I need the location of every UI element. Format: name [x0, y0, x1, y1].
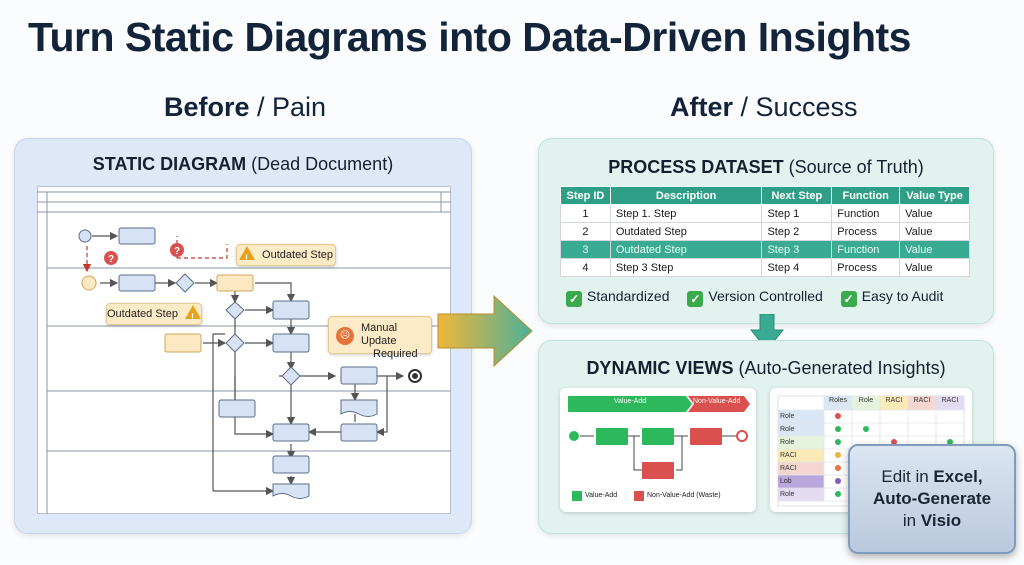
- check-item: ✓Version Controlled: [687, 288, 823, 307]
- table-cell: Function: [831, 204, 901, 223]
- table-cell: Function: [831, 240, 901, 259]
- table-header-row: Step ID Description Next Step Function V…: [560, 186, 970, 205]
- table-cell: Step 4: [761, 258, 833, 277]
- col-header: Value Type: [899, 186, 970, 205]
- svg-text:?: ?: [108, 254, 114, 265]
- check-icon: ✓: [840, 291, 857, 307]
- table-row: 1 Step 1. Step Step 1 Function Value: [560, 204, 970, 223]
- arrow-right-icon: [437, 294, 533, 368]
- col-header: Step ID: [560, 186, 611, 205]
- outdated-step-callout-top: ! Outdated Step: [236, 244, 336, 266]
- check-item: ✓Easy to Audit: [840, 288, 943, 307]
- table-cell: Step 2: [761, 222, 833, 241]
- table-cell: 2: [560, 222, 611, 241]
- table-cell: Value: [899, 258, 970, 277]
- static-flowchart: ? ?: [37, 191, 451, 514]
- question-icon: ? ?: [104, 243, 184, 265]
- slide-title: Turn Static Diagrams into Data-Driven In…: [28, 14, 911, 60]
- col-header: Function: [831, 186, 901, 205]
- table-cell: Step 3 Step: [609, 258, 763, 277]
- warning-icon: !: [185, 305, 202, 322]
- table-cell: Step 1: [761, 204, 833, 223]
- table-cell: 3: [560, 240, 611, 259]
- table-cell: Value: [899, 240, 970, 259]
- table-cell: 4: [560, 258, 611, 277]
- benefit-checklist: ✓Standardized ✓Version Controlled ✓Easy …: [566, 288, 943, 307]
- dynamic-views-title: DYNAMIC VIEWS (Auto-Generated Insights): [586, 358, 946, 378]
- angry-face-icon: ☹: [336, 327, 354, 345]
- check-icon: ✓: [566, 291, 582, 307]
- process-dataset-table: Step ID Description Next Step Function V…: [560, 186, 970, 277]
- table-cell: Value: [899, 222, 970, 241]
- table-cell: Step 3: [761, 240, 833, 259]
- table-cell: 1: [560, 204, 611, 223]
- outdated-step-callout-left: Outdated Step !: [106, 303, 202, 325]
- before-heading: Before / Pain: [164, 92, 327, 122]
- warning-icon: !: [238, 246, 255, 263]
- legend-value-add: Value-Add: [585, 492, 618, 499]
- table-row: 4 Step 3 Step Step 4 Process Value: [560, 258, 970, 277]
- col-header: Next Step: [761, 186, 833, 205]
- table-cell: Outdated Step: [609, 240, 763, 259]
- value-add-band-label: Value-Add: [614, 398, 647, 405]
- table-cell: Outdated Step: [609, 222, 763, 241]
- manual-update-callout: ☹ Manual Update Required: [328, 316, 432, 360]
- process-dataset-title: PROCESS DATASET (Source of Truth): [608, 157, 924, 177]
- check-item: ✓Standardized: [566, 288, 670, 307]
- table-cell: Step 1. Step: [609, 204, 763, 223]
- value-stream-view: [568, 396, 750, 501]
- table-cell: Value: [899, 204, 970, 223]
- legend-non-value-add: Non-Value-Add (Waste): [647, 492, 721, 499]
- table-row-highlighted: 3 Outdated Step Step 3 Function Value: [560, 240, 970, 259]
- check-icon: ✓: [687, 291, 704, 307]
- static-diagram-title: STATIC DIAGRAM (Dead Document): [92, 154, 394, 174]
- svg-text:?: ?: [174, 246, 180, 257]
- after-heading: After / Success: [670, 92, 858, 122]
- table-cell: Process: [831, 258, 901, 277]
- col-header: Description: [609, 186, 763, 205]
- non-value-add-band-label: Non-Value-Add: [693, 398, 741, 405]
- edit-excel-badge: Edit in Excel, Auto-Generate in Visio: [848, 444, 1016, 554]
- raci-matrix-rows: Role Role Role RACI RACI Lob Role: [780, 413, 797, 498]
- table-cell: Process: [831, 222, 901, 241]
- table-row: 2 Outdated Step Step 2 Process Value: [560, 222, 970, 241]
